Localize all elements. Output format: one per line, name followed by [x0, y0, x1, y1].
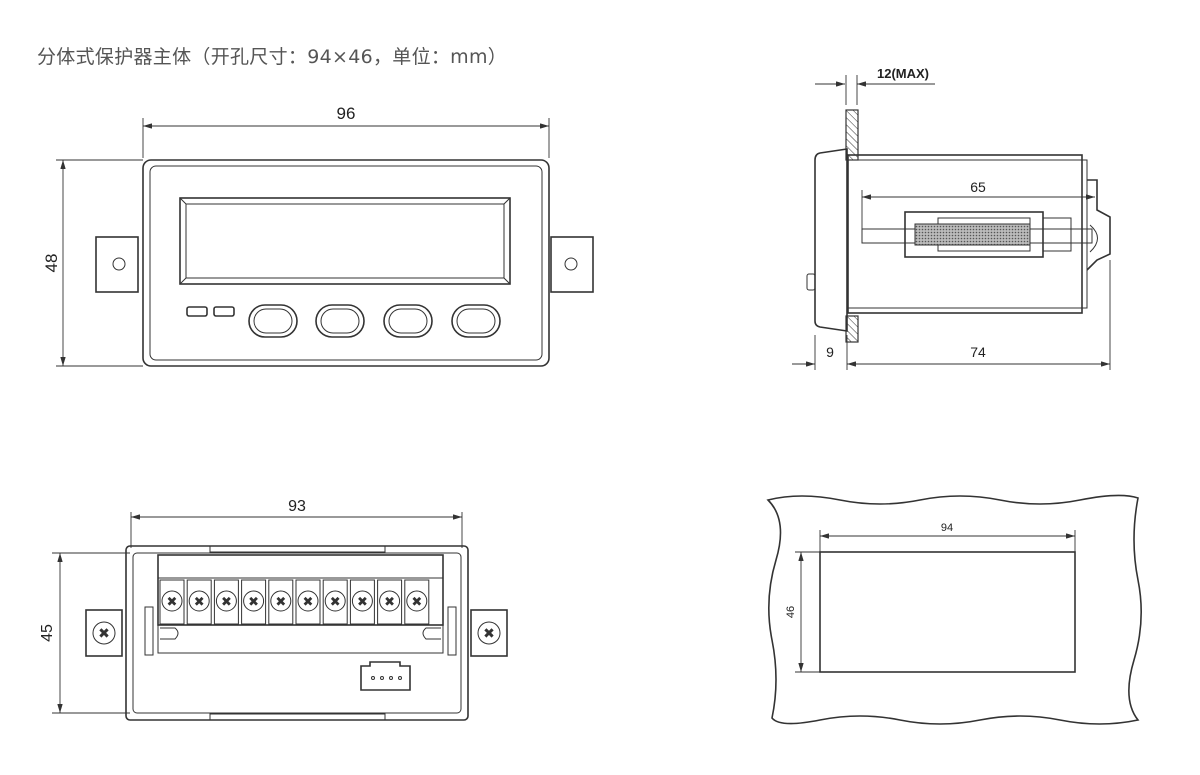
panel-thickness-label: 12(MAX)	[877, 66, 929, 81]
body-depth-label: 74	[970, 344, 986, 360]
svg-text:✖: ✖	[167, 594, 178, 609]
terminal-screw: ✖	[404, 579, 430, 625]
cutout-width-label: 94	[941, 522, 953, 534]
front-height-label: 48	[42, 254, 61, 273]
svg-text:✖: ✖	[384, 594, 395, 609]
led-indicator	[213, 306, 235, 317]
terminal-screw: ✖	[159, 579, 185, 625]
terminal-screw: ✖	[241, 579, 267, 625]
panel-cutout-view: 94 46	[766, 494, 1142, 725]
display-window	[179, 197, 511, 285]
cutout-height-label: 46	[785, 606, 797, 618]
terminal-screw: ✖	[322, 579, 348, 625]
clip-length-label: 65	[970, 179, 986, 195]
panel-outline	[766, 494, 1142, 725]
front-depth-label: 9	[826, 344, 834, 360]
terminal-screw: ✖	[213, 579, 239, 625]
front-view: 96 48	[42, 104, 594, 367]
terminal-block	[157, 554, 444, 626]
back-height-label: 45	[39, 624, 56, 642]
back-width-label: 93	[288, 498, 306, 515]
right-mount-tab	[550, 236, 594, 293]
led-indicator	[186, 306, 208, 317]
svg-text:✖: ✖	[303, 594, 314, 609]
svg-text:✖: ✖	[275, 594, 286, 609]
drawing-title: 分体式保护器主体（开孔尺寸：94×46，单位：mm）	[37, 46, 508, 68]
side-view: 12(MAX) 65 9 74	[792, 66, 1111, 370]
terminal-screw: ✖	[268, 579, 294, 625]
left-mount-tab	[95, 236, 139, 293]
svg-text:✖: ✖	[330, 594, 341, 609]
front-bezel	[142, 159, 550, 367]
spring	[914, 223, 1031, 246]
terminal-screw: ✖	[377, 579, 403, 625]
back-housing	[125, 545, 469, 721]
svg-text:✖: ✖	[98, 625, 110, 641]
svg-text:✖: ✖	[221, 594, 232, 609]
cutout-hole	[819, 551, 1076, 673]
terminals: ✖ ✖ ✖ ✖ ✖ ✖ ✖ ✖ ✖ ✖	[159, 579, 430, 625]
connector-port	[360, 661, 411, 691]
terminal-screw: ✖	[349, 579, 375, 625]
terminal-screw: ✖	[186, 579, 212, 625]
side-bezel	[814, 148, 848, 332]
front-width-label: 96	[337, 104, 356, 123]
left-clamp	[85, 609, 123, 657]
terminal-screw: ✖	[295, 579, 321, 625]
right-clamp	[470, 609, 508, 657]
svg-text:✖: ✖	[483, 625, 495, 641]
back-view: 93 45 ✖ ✖ ✖ ✖ ✖ ✖ ✖ ✖ ✖ ✖ ✖ ✖	[39, 498, 508, 721]
svg-text:✖: ✖	[248, 594, 259, 609]
svg-text:✖: ✖	[194, 594, 205, 609]
front-buttons	[248, 304, 501, 338]
svg-text:✖: ✖	[357, 594, 368, 609]
svg-text:✖: ✖	[411, 594, 422, 609]
